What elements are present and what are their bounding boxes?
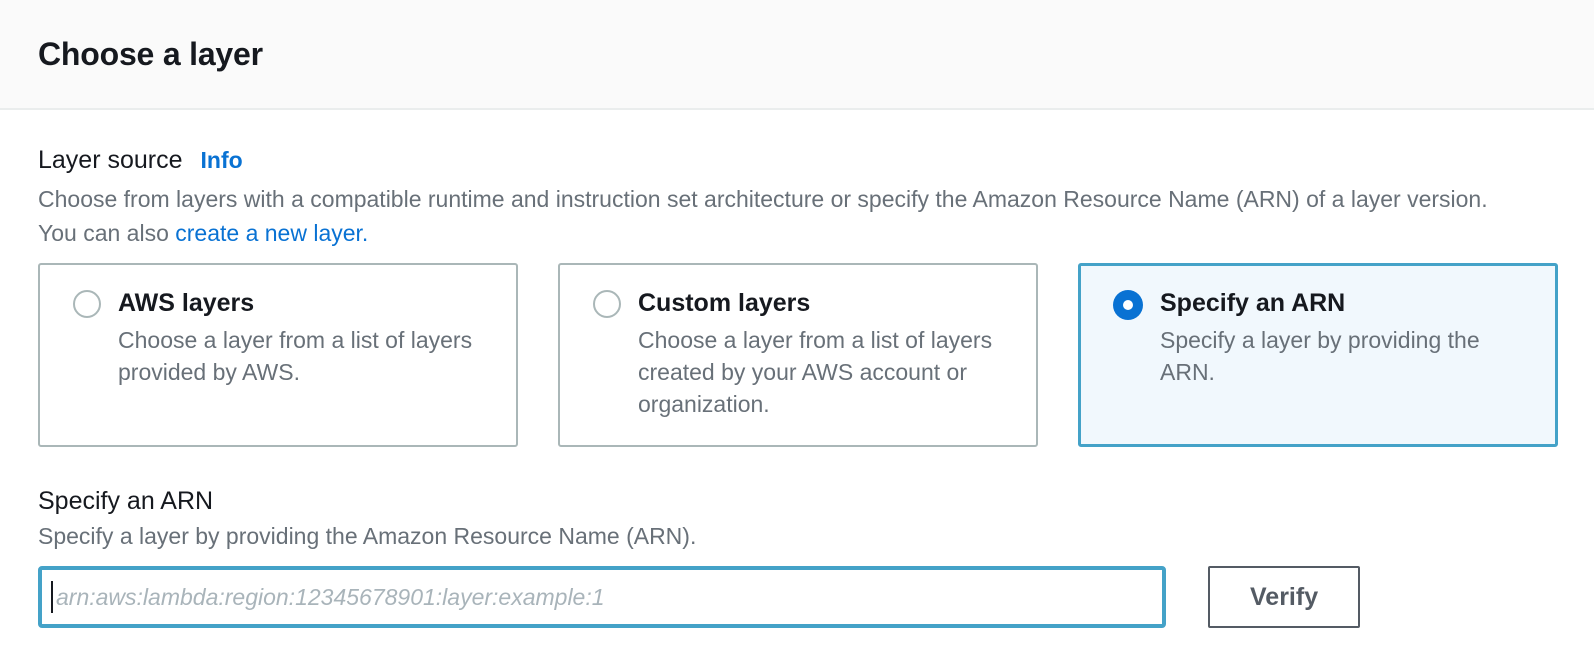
radio-button-aws-layers[interactable] [73,290,101,318]
panel-header: Choose a layer [0,0,1594,110]
arn-input-wrapper [38,566,1166,628]
specify-arn-heading: Specify an ARN [38,487,214,515]
option-card-aws-layers[interactable]: AWS layers Choose a layer from a list of… [38,263,518,447]
layer-source-options: AWS layers Choose a layer from a list of… [38,263,1558,447]
info-link[interactable]: Info [200,147,243,173]
option-title: Specify an ARN [1160,289,1346,317]
text-caret [51,581,53,613]
layer-source-description-text: Choose from layers with a compatible run… [38,186,1488,246]
create-new-layer-link[interactable]: create a new layer. [175,220,369,246]
specify-arn-description: Specify a layer by providing the Amazon … [38,523,697,549]
radio-button-specify-arn[interactable] [1113,290,1143,320]
option-title: AWS layers [118,289,255,317]
radio-button-custom-layers[interactable] [593,290,621,318]
arn-input-row: Verify [38,566,1558,628]
option-card-content: Specify an ARN Specify a layer by provid… [1160,287,1538,444]
layer-source-label-row: Layer source Info [38,146,1558,175]
option-card-content: AWS layers Choose a layer from a list of… [118,287,498,445]
layer-source-description: Choose from layers with a compatible run… [38,182,1518,250]
option-card-specify-arn[interactable]: Specify an ARN Specify a layer by provid… [1078,263,1558,447]
arn-input[interactable] [38,566,1166,628]
layer-source-label: Layer source [38,146,183,174]
option-description: Choose a layer from a list of layers cre… [638,327,993,417]
option-description: Specify a layer by providing the ARN. [1160,327,1480,385]
page-title: Choose a layer [38,35,263,72]
verify-button[interactable]: Verify [1208,566,1361,628]
panel-body: Layer source Info Choose from layers wit… [0,146,1594,628]
option-card-content: Custom layers Choose a layer from a list… [638,287,1018,445]
option-description: Choose a layer from a list of layers pro… [118,327,473,385]
option-title: Custom layers [638,289,811,317]
option-card-custom-layers[interactable]: Custom layers Choose a layer from a list… [558,263,1038,447]
